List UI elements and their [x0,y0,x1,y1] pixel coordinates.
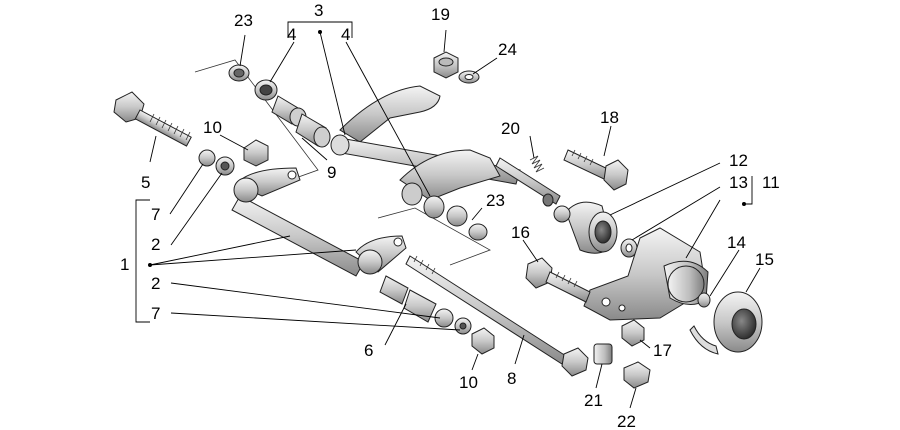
nut-10-upper [243,139,269,167]
stud-21 [593,343,613,365]
ring-14 [697,292,711,308]
callout-18: 18 [600,108,619,127]
group-box-lower [377,207,491,266]
callout-3: 3 [314,1,323,20]
callout-24: 24 [498,40,517,59]
bolt-8 [405,255,589,377]
callout-labels: 23 3 4 4 19 24 10 9 20 18 12 13 11 5 7 2… [120,1,780,430]
bushing-7-upper [198,149,216,167]
callout-11: 11 [762,173,780,192]
nut-17 [621,319,645,347]
shaft-rod [495,157,561,207]
leader-lines [135,21,761,409]
bushing-23-lower [446,205,488,241]
parts-layer [113,51,763,389]
nut-22 [623,361,651,389]
callout-14: 14 [727,233,746,252]
spring-20 [529,155,545,173]
callout-1: 1 [120,255,129,274]
bushing-2-upper [215,156,235,176]
callout-5: 5 [141,173,150,192]
callout-6: 6 [364,341,373,360]
callout-2-upper: 2 [151,235,160,254]
cover-15 [689,291,763,355]
callout-22: 22 [617,412,636,430]
callout-21: 21 [584,391,603,410]
bearing-4-upper [254,79,278,101]
nut-10-lower [471,327,495,355]
callout-19: 19 [431,5,450,24]
nut-19 [433,51,459,79]
bushing-small-12 [553,205,571,223]
callout-8: 8 [507,369,516,388]
callout-23-upper: 23 [234,11,253,30]
callout-9: 9 [327,163,336,182]
bolt-5 [113,91,192,147]
bushing-23-upper [228,64,250,82]
callout-20: 20 [501,119,520,138]
callout-4-right: 4 [341,25,350,44]
callout-10-lower: 10 [459,373,478,392]
washer-24 [458,70,480,84]
callout-13: 13 [729,173,748,192]
callout-7-lower: 7 [151,304,160,323]
bushing-7-lower [454,317,472,335]
bolt-18 [563,149,629,191]
spacer-6 [379,275,437,323]
silent-block-12 [565,201,618,254]
callout-15: 15 [755,250,774,269]
lower-arm-1 [231,167,407,277]
bolt-16 [525,257,591,303]
callout-12: 12 [729,151,748,170]
callout-23-lower: 23 [486,191,505,210]
bushing-2-lower [434,308,454,328]
engine-bracket-11 [583,227,709,321]
spacer-tube-upper-2 [295,113,331,148]
callout-16: 16 [511,223,530,242]
callout-7-upper: 7 [151,205,160,224]
callout-10-upper: 10 [203,118,222,137]
callout-17: 17 [653,341,672,360]
callout-4-left: 4 [287,25,296,44]
callout-2-lower: 2 [151,274,160,293]
